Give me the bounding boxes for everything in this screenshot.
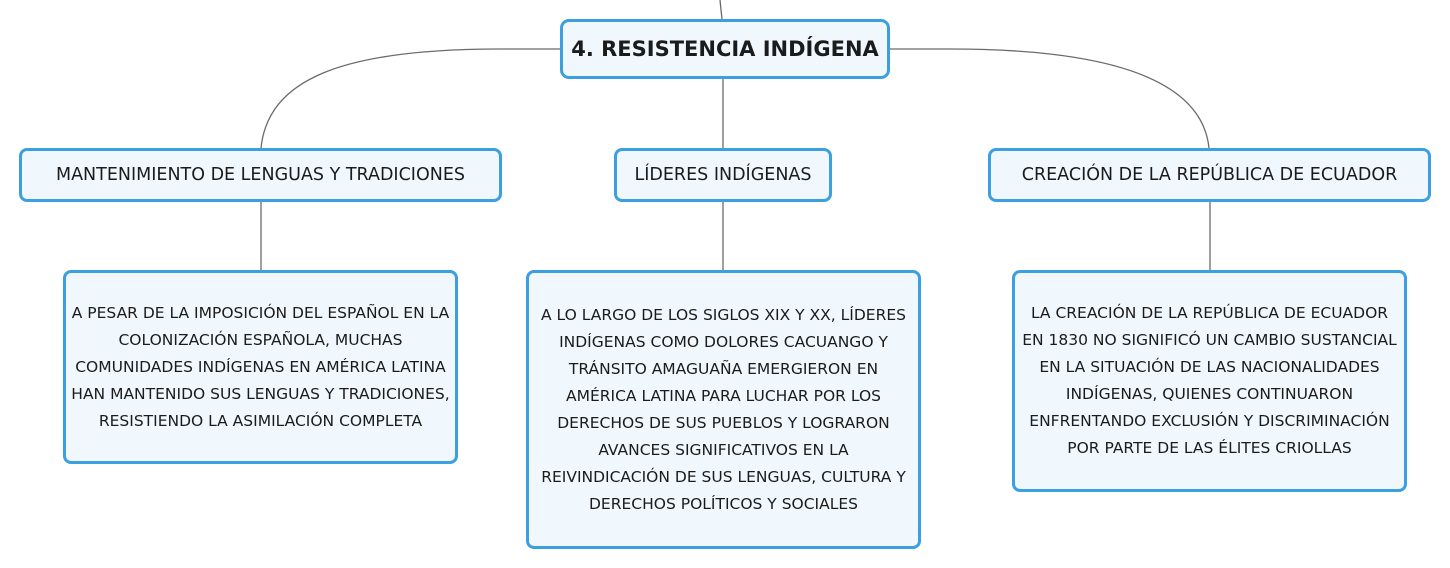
root-node[interactable]: 4. RESISTENCIA INDÍGENA [560, 19, 890, 79]
topic-node-label: LÍDERES INDÍGENAS [634, 165, 812, 185]
detail-node-text: LA CREACIÓN DE LA REPÚBLICA DE ECUADOR E… [1022, 304, 1397, 457]
root-node-title: 4. RESISTENCIA INDÍGENA [571, 37, 879, 61]
topic-node-label: CREACIÓN DE LA REPÚBLICA DE ECUADOR [1021, 165, 1398, 185]
detail-node-republica-ecuador[interactable]: LA CREACIÓN DE LA REPÚBLICA DE ECUADOR E… [1012, 270, 1407, 492]
detail-node-text: A PESAR DE LA IMPOSICIÓN DEL ESPAÑOL EN … [71, 303, 450, 430]
detail-node-text: A LO LARGO DE LOS SIGLOS XIX Y XX, LÍDER… [541, 305, 906, 513]
topic-node-label: MANTENIMIENTO DE LENGUAS Y TRADICIONES [55, 165, 465, 185]
topic-node-lenguas-tradiciones[interactable]: MANTENIMIENTO DE LENGUAS Y TRADICIONES [19, 148, 502, 202]
detail-node-lideres-indigenas[interactable]: A LO LARGO DE LOS SIGLOS XIX Y XX, LÍDER… [526, 270, 921, 549]
topic-node-lideres-indigenas[interactable]: LÍDERES INDÍGENAS [614, 148, 832, 202]
connector-root-to-topic-1 [260, 48, 560, 149]
detail-node-lenguas-tradiciones[interactable]: A PESAR DE LA IMPOSICIÓN DEL ESPAÑOL EN … [63, 270, 458, 464]
connector-parent-to-root [719, 0, 723, 20]
topic-node-republica-ecuador[interactable]: CREACIÓN DE LA REPÚBLICA DE ECUADOR [988, 148, 1431, 202]
connector-root-to-topic-3 [890, 48, 1210, 149]
